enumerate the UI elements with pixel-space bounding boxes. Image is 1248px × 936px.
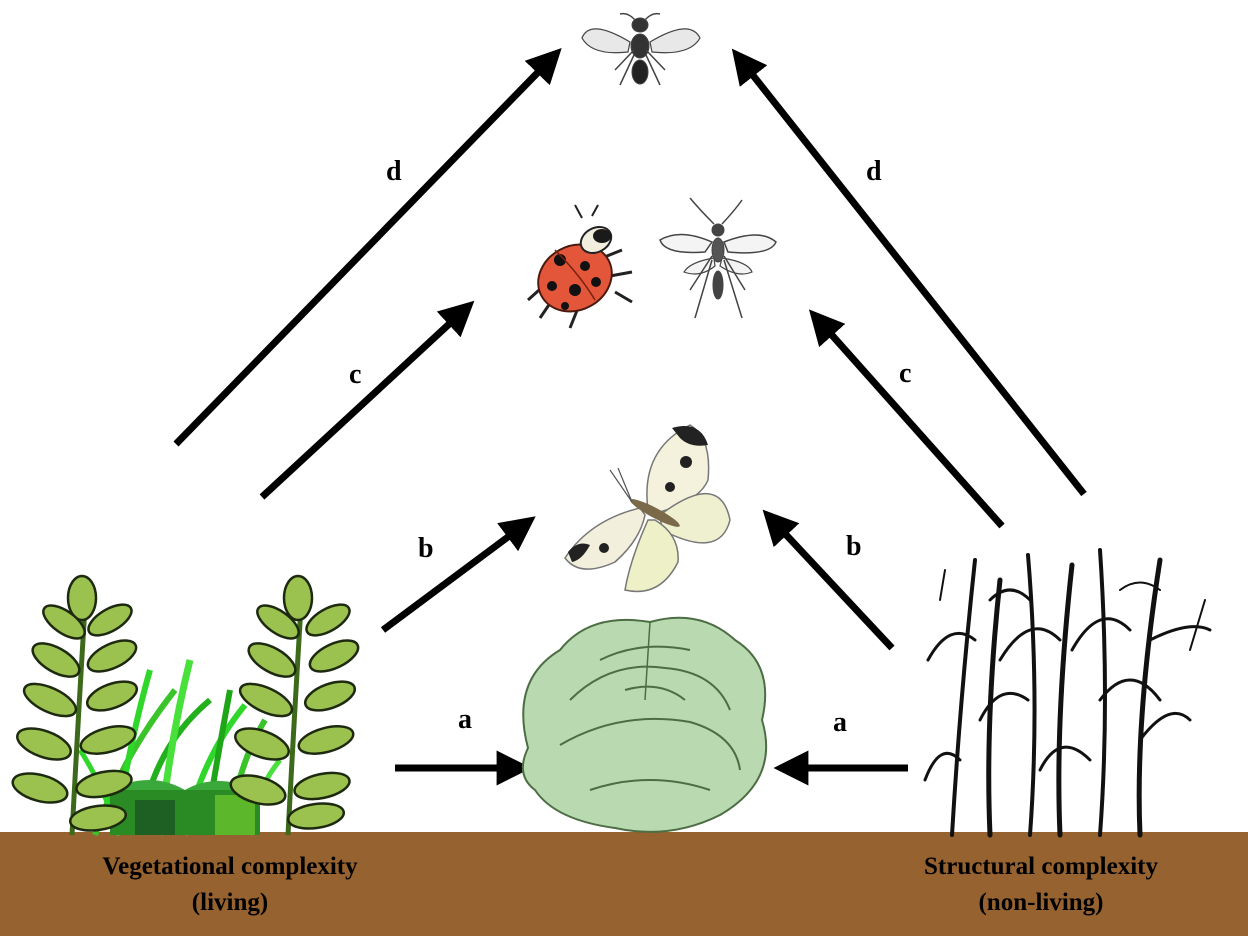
vegetational-complexity-subtitle: (living) (192, 889, 268, 916)
label-a-right: a (833, 707, 847, 738)
label-b-left: b (418, 533, 434, 564)
arrow-b-right (776, 524, 892, 648)
leafy-plant-icon (228, 576, 363, 835)
arrow-d-left (176, 62, 548, 444)
parasitoid-wasp-icon (660, 198, 776, 318)
cabbage-icon (523, 618, 766, 832)
structural-complexity-subtitle: (non-living) (978, 889, 1103, 916)
arrow-c-left (262, 314, 460, 497)
label-b-right: b (846, 531, 862, 562)
soil-ground (0, 832, 1248, 936)
hyperparasitoid-wasp-icon (582, 14, 700, 85)
label-c-right: c (899, 358, 911, 389)
label-d-left: d (386, 156, 402, 187)
arrow-b-left (383, 528, 520, 630)
label-d-right: d (866, 156, 882, 187)
butterfly-icon (565, 425, 730, 591)
dry-straw-icon (925, 550, 1210, 835)
vegetational-complexity-title: Vegetational complexity (102, 853, 358, 880)
label-c-left: c (349, 359, 361, 390)
ladybird-icon (526, 205, 632, 328)
structural-complexity-title: Structural complexity (924, 853, 1158, 880)
label-a-left: a (458, 704, 472, 735)
